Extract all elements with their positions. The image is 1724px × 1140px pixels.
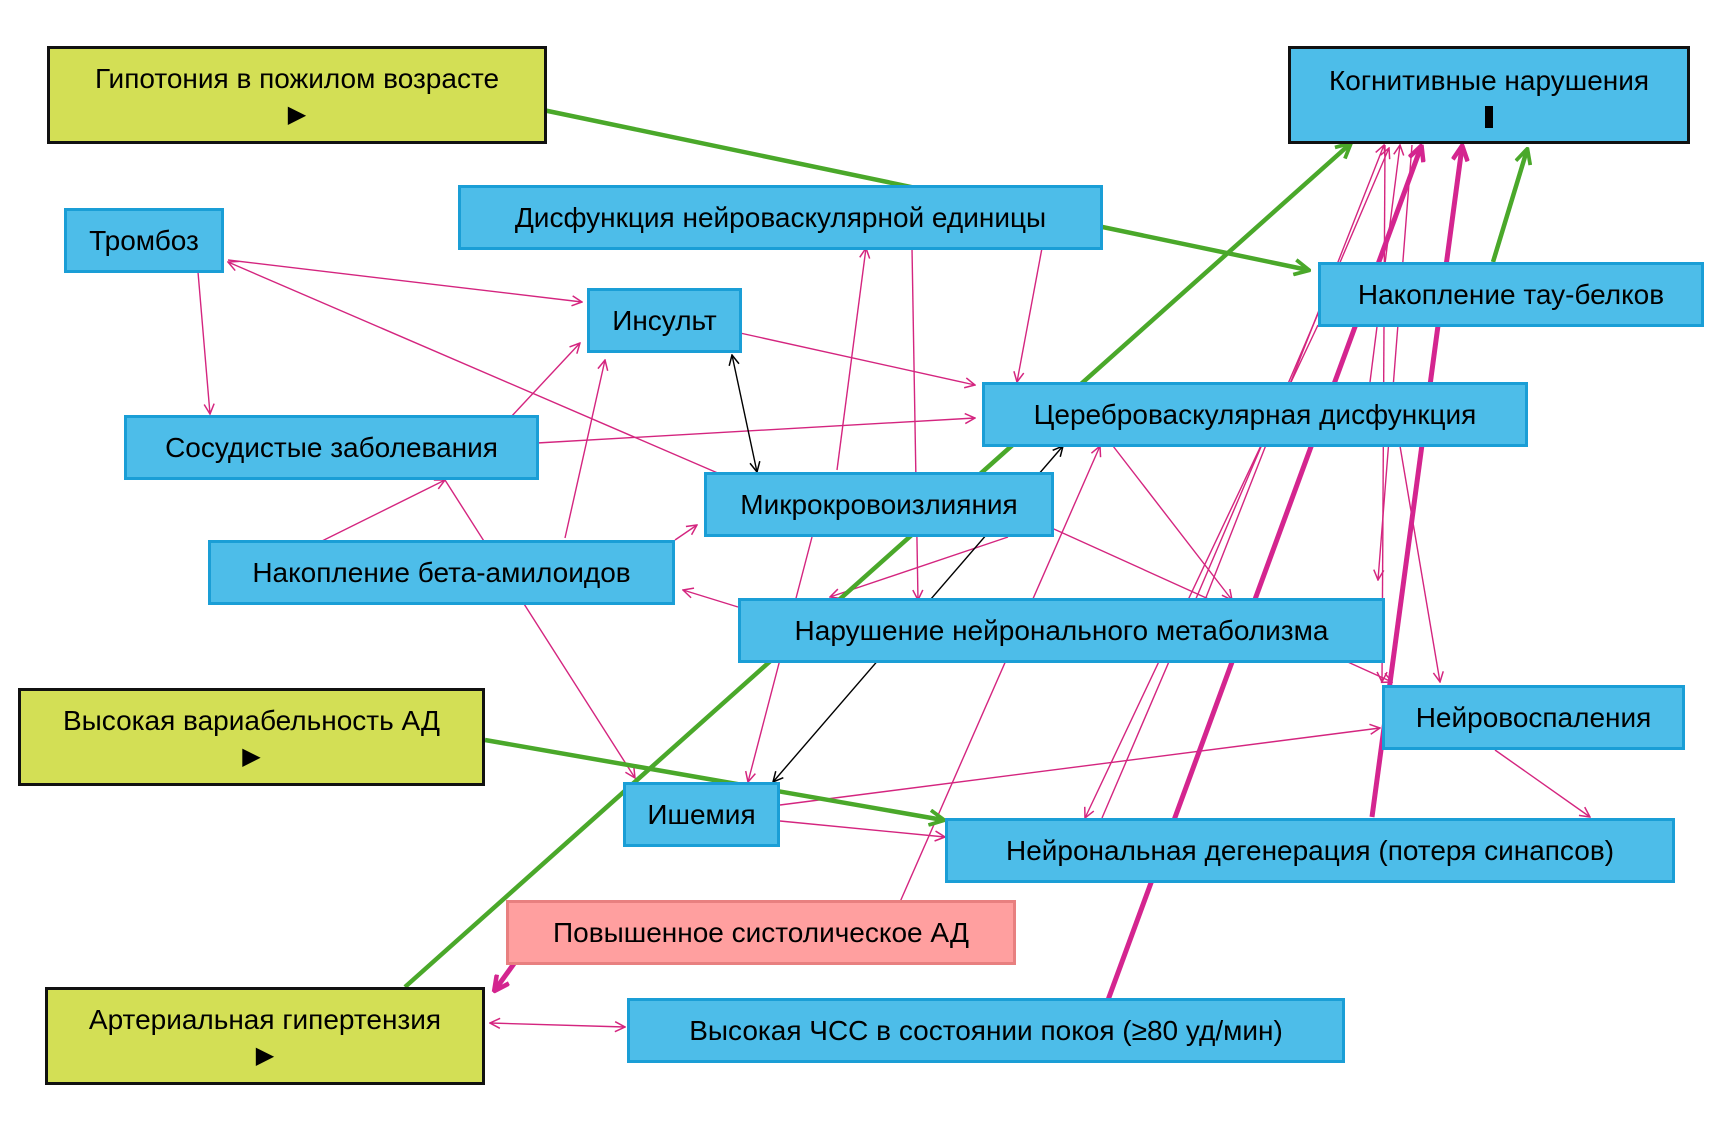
edge-hypertension-cognitive [403, 144, 1350, 989]
play-icon: ▶ [242, 742, 261, 770]
node-ischemia-label: Ишемия [647, 799, 756, 830]
node-metabolism-label: Нарушение нейронального метаболизма [794, 615, 1329, 646]
node-thrombosis: Тромбоз [64, 208, 224, 273]
edge-metabolism-cognitive [1204, 145, 1384, 601]
edge-amyloid-microbleeds [674, 525, 697, 541]
node-systolic-label: Повышенное систолическое АД [553, 917, 969, 948]
edge-neuroinfl-degeneration [1494, 749, 1590, 817]
play-icon: ▶ [255, 1041, 275, 1069]
edge-tau-cognitive [1490, 150, 1527, 263]
node-thrombosis-label: Тромбоз [89, 225, 199, 256]
node-bpvar-label: Высокая вариабельность АД [62, 704, 441, 736]
edge-microbleeds-thrombosis [228, 262, 721, 475]
edge-nvu-metabolism [911, 247, 918, 600]
node-amyloid: Накопление бета-амилоидов [208, 540, 675, 605]
edge-stroke-microbleeds [732, 355, 757, 472]
edge-vascular-ischemia [444, 479, 635, 778]
node-stroke-label: Инсульт [612, 305, 717, 336]
node-systolic: Повышенное систолическое АД [506, 900, 1016, 965]
node-nvu: Дисфункция нейроваскулярной единицы [458, 185, 1103, 250]
edge-ischemia-neuroinfl [779, 728, 1380, 806]
edge-microbleeds-nvu [836, 248, 866, 471]
node-cerebro-label: Цереброваскулярная дисфункция [1033, 399, 1477, 430]
node-bpvar: Высокая вариабельность АД ▶ [18, 688, 485, 786]
node-microbleeds: Микрокровоизлияния [704, 472, 1054, 537]
node-hypertension: Артериальная гипертензия ▶ [45, 987, 485, 1085]
play-icon: ▶ [287, 100, 307, 128]
node-stroke: Инсульт [587, 288, 742, 353]
edge-amyloid-vascular [321, 480, 445, 542]
node-hr: Высокая ЧСС в состоянии покоя (≥80 уд/ми… [627, 998, 1345, 1063]
node-hr-label: Высокая ЧСС в состоянии покоя (≥80 уд/ми… [689, 1015, 1283, 1046]
edge-microbleeds-metabolism [830, 536, 1009, 597]
node-degeneration: Нейрональная дегенерация (потеря синапсо… [945, 818, 1675, 883]
node-cerebro: Цереброваскулярная дисфункция [982, 382, 1528, 447]
edge-vascular-stroke [509, 343, 580, 419]
node-metabolism: Нарушение нейронального метаболизма [738, 598, 1385, 663]
node-tau: Накопление тау-белков [1318, 262, 1704, 327]
node-ischemia: Ишемия [623, 782, 780, 847]
edge-thrombosis-vascular [197, 271, 210, 414]
node-cognitive: Когнитивные нарушения [1288, 46, 1690, 144]
node-tau-label: Накопление тау-белков [1357, 279, 1665, 310]
edge-ischemia-cognitive [1378, 144, 1413, 580]
edge-amyloid-stroke [564, 360, 605, 539]
edge-ischemia-degeneration [779, 820, 945, 837]
node-hypotension-label: Гипотония в пожилом возрасте [94, 62, 500, 94]
node-microbleeds-label: Микрокровоизлияния [740, 489, 1018, 520]
node-nvu-label: Дисфункция нейроваскулярной единицы [514, 202, 1047, 233]
node-hypertension-label: Артериальная гипертензия [88, 1003, 442, 1035]
node-degeneration-label: Нейрональная дегенерация (потеря синапсо… [1005, 835, 1615, 866]
edge-metabolism-amyloid [683, 590, 739, 608]
edge-stroke-cerebro [739, 332, 975, 385]
node-neuroinfl: Нейровоспаления [1382, 685, 1685, 750]
node-vascular-label: Сосудистые заболевания [165, 432, 498, 463]
edge-vascular-cerebro [536, 418, 975, 444]
edge-thrombosis-stroke [227, 259, 582, 302]
node-cognitive-label: Когнитивные нарушения [1328, 64, 1650, 96]
edge-hypertension-hr [490, 1023, 625, 1027]
node-hypotension: Гипотония в пожилом возрасте ▶ [47, 46, 547, 144]
node-vascular: Сосудистые заболевания [124, 415, 539, 480]
node-neuroinfl-label: Нейровоспаления [1415, 702, 1652, 733]
edge-bpvar-degeneration [484, 737, 943, 820]
edge-cerebro-metabolism [1112, 445, 1232, 600]
edge-degeneration-cognitive [1101, 148, 1389, 819]
node-amyloid-label: Накопление бета-амилоидов [252, 557, 631, 588]
edge-nvu-cerebro [1017, 247, 1043, 382]
edge-cerebro-neuroinfl [1399, 445, 1440, 682]
cursor-bar-icon [1485, 105, 1493, 128]
